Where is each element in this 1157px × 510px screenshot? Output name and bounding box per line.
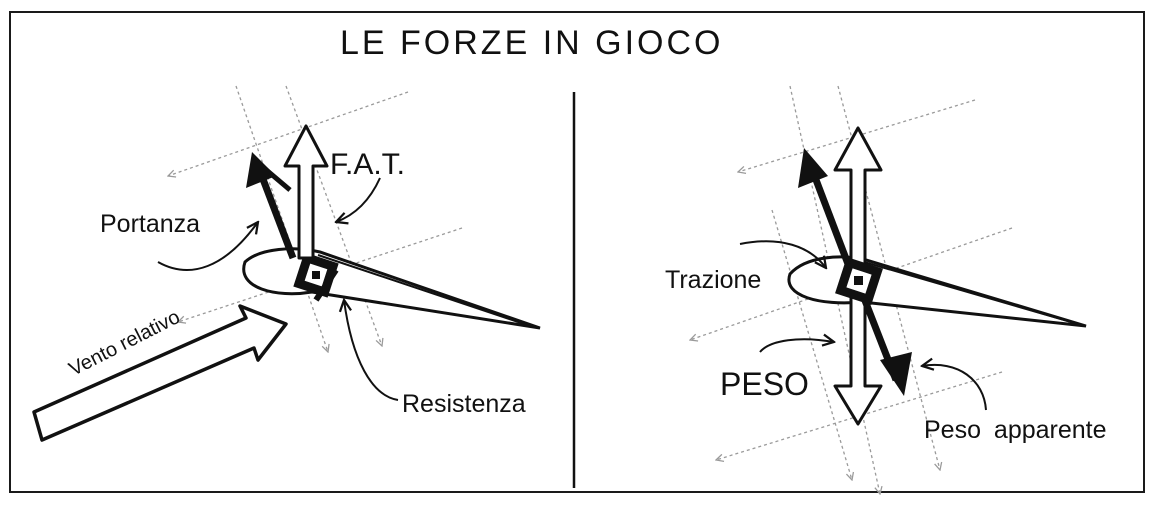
portanza-arrow xyxy=(254,164,297,260)
peso-label: PESO xyxy=(720,366,809,402)
left-guide-lines xyxy=(168,85,463,352)
resistenza-arrow xyxy=(313,268,339,302)
left-wing-profile xyxy=(242,247,541,330)
portanza-label: Portanza xyxy=(100,210,201,238)
vento-arrow xyxy=(32,304,288,442)
fat-arrow xyxy=(283,124,329,260)
right-pointers xyxy=(739,240,987,411)
resistenza-label: Resistenza xyxy=(402,390,526,418)
peso-apparente-arrowhead xyxy=(880,352,912,396)
peso-apparente-label: Peso apparente xyxy=(924,416,1107,444)
diagram-title: LE FORZE IN GIOCO xyxy=(340,24,724,62)
diagram-frame xyxy=(9,11,1145,493)
trazione-label: Trazione xyxy=(665,266,762,294)
left-pointers xyxy=(157,177,399,401)
right-center-pressure xyxy=(835,257,883,305)
right-lift-arrowhead xyxy=(798,148,828,188)
fat-label: F.A.T. xyxy=(330,148,406,181)
right-wing-profile xyxy=(787,255,1087,328)
portanza-arrowhead xyxy=(246,152,276,188)
